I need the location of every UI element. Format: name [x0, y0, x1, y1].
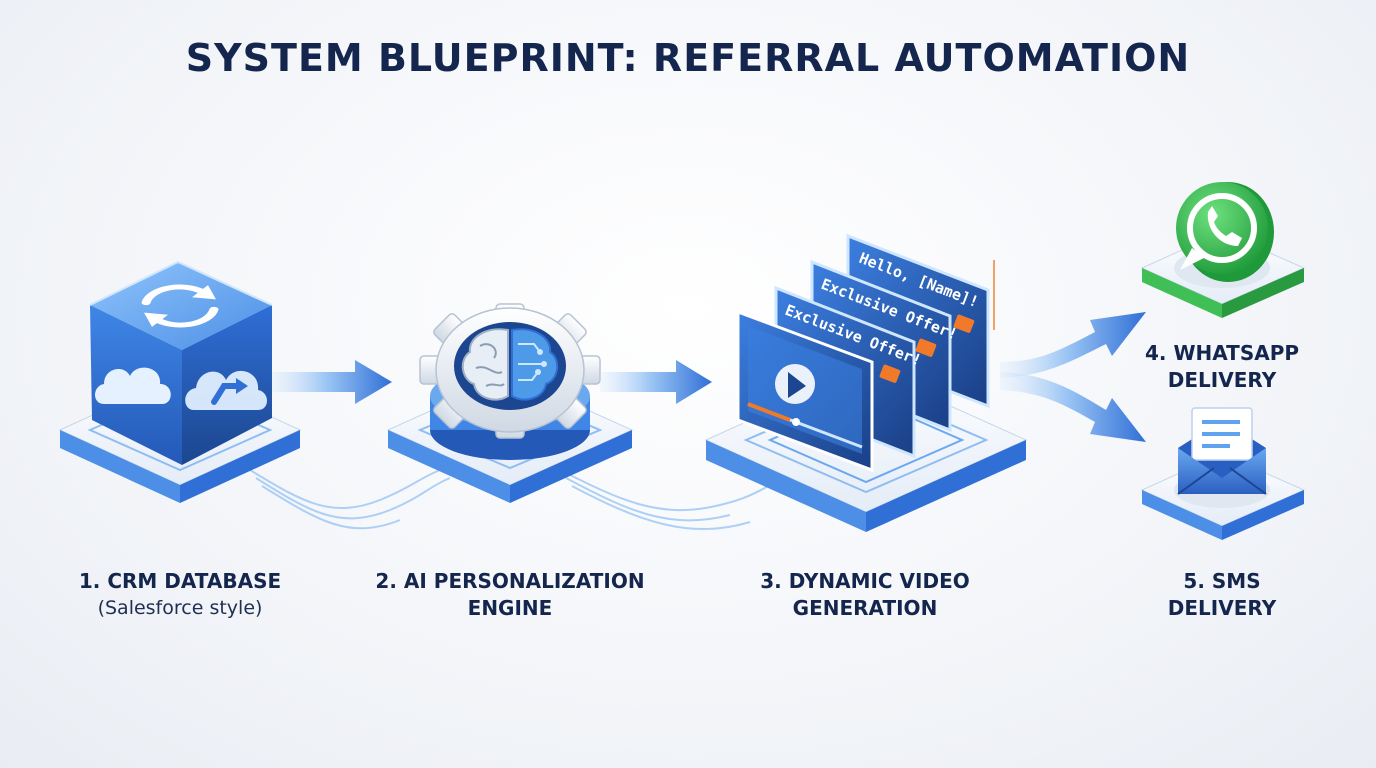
step-label-ai: 2. AI PERSONALIZATION ENGINE — [360, 568, 660, 622]
step-label-whatsapp: 4. WHATSAPP DELIVERY — [1122, 340, 1322, 394]
step-label-crm: 1. CRM DATABASE (Salesforce style) — [60, 568, 300, 622]
cloud-icon — [95, 367, 171, 404]
video-generation-node: Hello, [Name]! Exclusive Offer! Exclusiv… — [704, 215, 1028, 532]
whatsapp-icon — [1176, 182, 1274, 282]
split-arrows — [1000, 312, 1146, 442]
sms-node — [1140, 407, 1306, 540]
ai-engine-node — [386, 303, 634, 503]
step-1-subtitle: (Salesforce style) — [97, 597, 263, 619]
step-2-title: 2. AI PERSONALIZATION — [375, 569, 645, 593]
data-flow-lines — [249, 469, 781, 531]
step-4-subtitle: DELIVERY — [1167, 368, 1277, 392]
play-icon[interactable] — [775, 364, 815, 404]
step-label-sms: 5. SMS DELIVERY — [1122, 568, 1322, 622]
brain-gear-icon — [419, 303, 601, 439]
step-5-subtitle: DELIVERY — [1167, 596, 1277, 620]
step-3-subtitle: GENERATION — [792, 596, 938, 620]
cloud-sync-icon — [185, 370, 267, 410]
step-1-title: 1. CRM DATABASE — [78, 569, 282, 593]
page-title: SYSTEM BLUEPRINT: REFERRAL AUTOMATION — [185, 36, 1191, 80]
step-4-title: 4. WHATSAPP — [1144, 341, 1300, 365]
step-3-title: 3. DYNAMIC VIDEO — [760, 569, 970, 593]
step-5-title: 5. SMS — [1183, 569, 1261, 593]
flow-arrow-2 — [600, 360, 712, 404]
video-screen-front — [736, 309, 874, 473]
whatsapp-node — [1140, 182, 1306, 318]
step-label-video: 3. DYNAMIC VIDEO GENERATION — [735, 568, 995, 622]
envelope-icon — [1177, 407, 1267, 495]
crm-database-node — [58, 260, 302, 503]
step-2-subtitle: ENGINE — [467, 596, 553, 620]
flow-arrow-1 — [272, 360, 392, 404]
